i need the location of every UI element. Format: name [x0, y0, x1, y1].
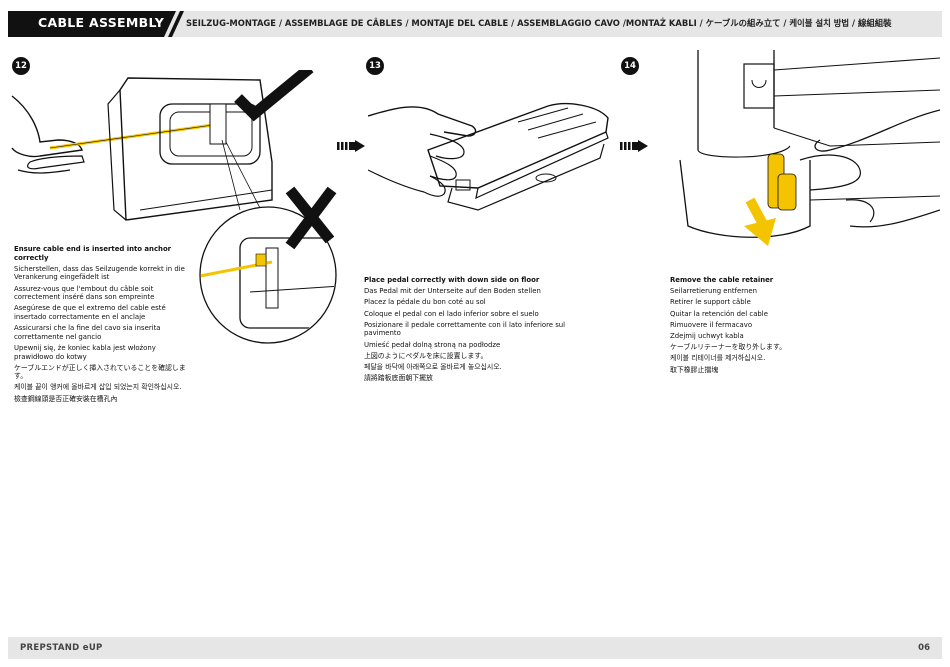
- instruction-line: 請將踏板底面朝下擺放: [364, 374, 433, 383]
- next-step-arrow-icon: [620, 140, 648, 152]
- step-12-instructions: Ensure cable end is inserted into anchor…: [14, 245, 192, 406]
- instruction-line: Umieść pedał dolną stroną na podłodze: [364, 340, 501, 349]
- instruction-line: Remove the cable retainer: [670, 276, 774, 284]
- instruction-line: 取下橡膠止擋塊: [670, 365, 719, 374]
- instruction-line: ケーブルエンドが正しく挿入されていることを確認します。: [14, 363, 186, 381]
- instruction-line: Asegúrese de que el extremo del cable es…: [14, 304, 166, 321]
- section-title: CABLE ASSEMBLY: [38, 15, 165, 30]
- instruction-line: Zdejmij uchwyt kabla: [670, 331, 744, 340]
- next-step-arrow-icon: [337, 140, 365, 152]
- instruction-line: Quitar la retención del cable: [670, 309, 768, 318]
- product-name: PREPSTAND eUP: [20, 643, 103, 653]
- instruction-line: 檢查鋼線頭是否正確安裝在槽孔內: [14, 394, 118, 403]
- instruction-line: Place pedal correctly with down side on …: [364, 276, 540, 284]
- instruction-line: 上図のようにペダルを床に設置します。: [364, 351, 488, 360]
- instruction-line: Ensure cable end is inserted into anchor…: [14, 245, 172, 262]
- instruction-line: 페달을 바닥에 아래쪽으로 올바르게 놓으십시오.: [364, 362, 502, 371]
- footer-bar: PREPSTAND eUP 06: [8, 637, 942, 659]
- instruction-line: Coloque el pedal con el lado inferior so…: [364, 309, 539, 318]
- pedal-illustration: [368, 103, 609, 211]
- step-number-13: 13: [366, 57, 384, 75]
- page-number: 06: [918, 643, 930, 653]
- section-subtitle-translations: SEILZUG-MONTAGE / ASSEMBLAGE DE CÂBLES /…: [186, 18, 892, 28]
- section-title-tab: CABLE ASSEMBLY: [8, 11, 188, 37]
- instruction-line: Das Pedal mit der Unterseite auf den Bod…: [364, 287, 541, 296]
- instruction-line: Retirer le support câble: [670, 298, 751, 307]
- instruction-line: Seilarretierung entfernen: [670, 287, 757, 296]
- instruction-line: Assurez-vous que l'embout du câble soit …: [14, 284, 155, 302]
- instruction-line: Placez la pédale du bon coté au sol: [364, 298, 486, 307]
- instruction-line: 케이블 리테이너를 제거하십시오.: [670, 354, 766, 363]
- anchor-illustration: [11, 70, 337, 344]
- instruction-line: Assicurarsi che la fine del cavo sia ins…: [14, 324, 161, 341]
- instruction-line: 케이블 끝이 앵커에 올바르게 삽입 되었는지 확인하십시오.: [14, 383, 182, 392]
- retainer-illustration: [679, 50, 940, 246]
- instruction-line: ケーブルリテーナーを取り外します。: [670, 343, 787, 352]
- step-number-12: 12: [12, 57, 30, 75]
- instruction-line: Posizionare il pedale correttamente con …: [364, 320, 566, 338]
- instruction-line: Upewnij się, że koniec kabla jest włożon…: [14, 343, 156, 361]
- instruction-line: Sicherstellen, dass das Seilzugende korr…: [14, 264, 185, 282]
- step-number-14: 14: [621, 57, 639, 75]
- step-13-instructions: Place pedal correctly with down side on …: [364, 276, 594, 385]
- step-14-instructions: Remove the cable retainer Seilarretierun…: [670, 276, 870, 377]
- instruction-line: Rimuovere il fermacavo: [670, 320, 753, 329]
